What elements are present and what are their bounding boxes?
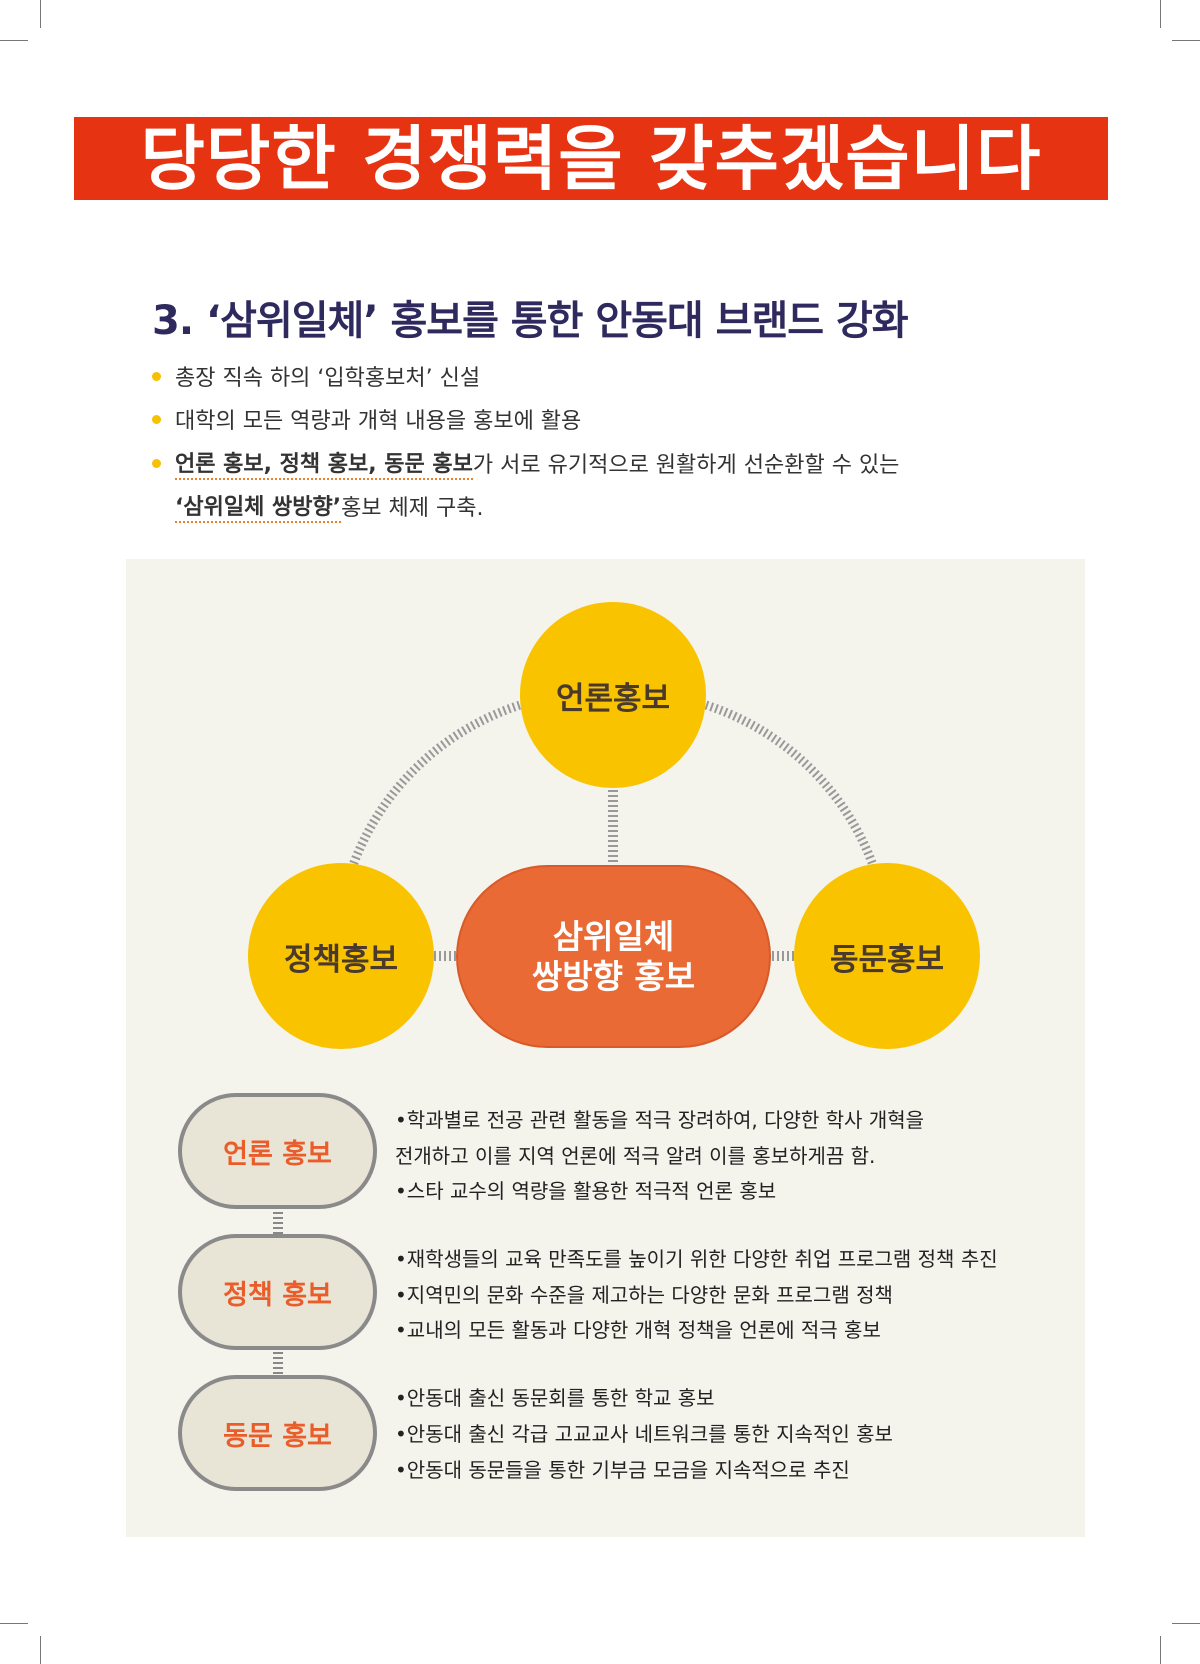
circle-policy: 정책홍보: [248, 863, 434, 1049]
arc-right: [704, 700, 879, 870]
center-line2: 쌍방향 홍보: [531, 956, 696, 996]
circle-label: 언론홍보: [555, 680, 671, 717]
detail-line: •지역민의 문화 수준을 제고하는 다양한 문화 프로그램 정책: [395, 1283, 893, 1307]
headline-text: 당당한 경쟁력을 갖추겠습니다: [140, 117, 1042, 200]
crop-mark: [0, 1623, 28, 1624]
detail-label: 언론 홍보: [223, 1138, 332, 1170]
bullet-text: 총장 직속 하의 ‘입학홍보처’ 신설: [175, 366, 481, 391]
detail-label-press: 언론 홍보: [178, 1093, 377, 1209]
section-title: 3. ‘삼위일체’ 홍보를 통한 안동대 브랜드 강화: [152, 298, 909, 344]
detail-line: •교내의 모든 활동과 다양한 개혁 정책을 언론에 적극 홍보: [395, 1318, 881, 1342]
bullet-dot-icon: [152, 371, 161, 381]
detail-label: 정책 홍보: [223, 1279, 332, 1311]
crop-mark: [1172, 40, 1200, 41]
headline-banner: 당당한 경쟁력을 갖추겠습니다: [74, 117, 1108, 200]
circle-label: 정책홍보: [283, 941, 399, 978]
detail-line: •안동대 출신 동문회를 통한 학교 홍보: [395, 1386, 715, 1410]
vertical-connector: [273, 1352, 283, 1374]
bullet-text: 대학의 모든 역량과 개혁 내용을 홍보에 활용: [175, 409, 582, 434]
bullet-dot-icon: [152, 458, 161, 468]
detail-line: •스타 교수의 역량을 활용한 적극적 언론 홍보: [395, 1179, 777, 1203]
bullet-item: 대학의 모든 역량과 개혁 내용을 홍보에 활용: [152, 403, 581, 435]
bullet-emphasis: 언론 홍보, 정책 홍보, 동문 홍보: [175, 446, 473, 480]
circle-label: 동문홍보: [829, 941, 945, 978]
crop-mark: [1160, 0, 1161, 28]
bullet-text: 가 서로 유기적으로 원활하게 선순환할 수 있는: [472, 453, 900, 478]
bullet-item: 총장 직속 하의 ‘입학홍보처’ 신설: [152, 360, 480, 392]
detail-line: •안동대 출신 각급 고교교사 네트워크를 통한 지속적인 홍보: [395, 1422, 893, 1446]
bullet-continuation: ‘삼위일체 쌍방향’ 홍보 체제 구축.: [175, 489, 483, 523]
arc-left: [347, 700, 522, 870]
detail-line: •안동대 동문들을 통한 기부금 모금을 지속적으로 추진: [395, 1458, 850, 1482]
detail-line: •재학생들의 교육 만족도를 높이기 위한 다양한 취업 프로그램 정책 추진: [395, 1247, 998, 1271]
vertical-connector: [273, 1212, 283, 1234]
detail-line: 전개하고 이를 지역 언론에 적극 알려 이를 홍보하게끔 함.: [395, 1144, 876, 1168]
center-line1: 삼위일체: [552, 916, 675, 956]
bullet-text: 홍보 체제 구축.: [341, 496, 484, 521]
crop-mark: [40, 0, 41, 28]
crop-mark: [40, 1636, 41, 1664]
crop-mark: [0, 40, 28, 41]
detail-label-policy: 정책 홍보: [178, 1234, 377, 1350]
crop-mark: [1160, 1636, 1161, 1664]
circle-press: 언론홍보: [520, 602, 706, 788]
circle-alumni: 동문홍보: [794, 863, 980, 1049]
bullet-dot-icon: [152, 414, 161, 424]
bullet-emphasis: ‘삼위일체 쌍방향’: [175, 489, 342, 523]
detail-label-alumni: 동문 홍보: [178, 1375, 377, 1491]
detail-label: 동문 홍보: [223, 1420, 332, 1452]
crop-mark: [1172, 1623, 1200, 1624]
detail-line: •학과별로 전공 관련 활동을 적극 장려하여, 다양한 학사 개혁을: [395, 1108, 925, 1132]
